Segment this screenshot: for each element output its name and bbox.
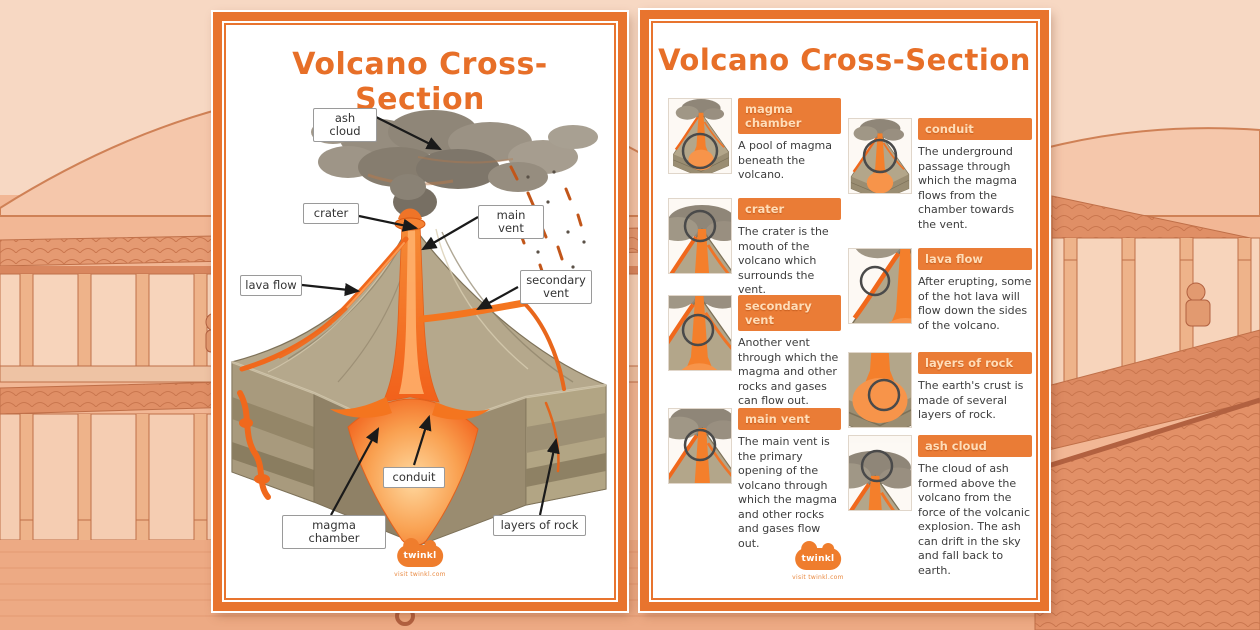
term-label: conduit xyxy=(925,122,974,136)
term-definition: The cloud of ash formed above the volcan… xyxy=(918,462,1031,577)
term-label: lava flow xyxy=(925,252,984,266)
glossary-entry-conduit: conduit The underground passage through … xyxy=(848,118,1032,232)
term-bar: lava flow xyxy=(918,248,1032,270)
glossary-entry-crater: crater The crater is the mouth of the vo… xyxy=(668,198,841,298)
diagram-label-secondary-vent: secondary vent xyxy=(520,270,592,305)
magnifier-icon xyxy=(859,265,891,297)
poster-volcano-diagram: Volcano Cross-Section xyxy=(213,12,627,611)
twinkl-logo-icon: twinkl xyxy=(794,541,841,570)
term-bar: main vent xyxy=(738,408,841,430)
glossary-entry-layers-of-rock: layers of rock The earth's crust is made… xyxy=(848,352,1032,428)
thumb-layers-of-rock-image xyxy=(848,352,912,428)
diagram-label-main-vent: main vent xyxy=(478,205,544,240)
magnifier-icon xyxy=(681,132,719,170)
diagram-label-ash-cloud: ash cloud xyxy=(313,108,377,143)
twinkl-logo-caption: visit twinkl.com xyxy=(394,571,446,578)
term-label: magma chamber xyxy=(745,102,802,130)
term-bar: secondary vent xyxy=(738,295,841,331)
twinkl-logo-caption: visit twinkl.com xyxy=(792,574,844,581)
term-label: crater xyxy=(745,202,785,216)
magnifier-icon xyxy=(683,209,717,243)
glossary-entry-lava-flow: lava flow After erupting, some of the ho… xyxy=(848,248,1032,333)
term-bar: conduit xyxy=(918,118,1032,140)
term-definition: Another vent through which the magma and… xyxy=(738,336,839,408)
page-title: Volcano Cross-Section xyxy=(292,47,548,117)
thumb-ash-cloud-image xyxy=(848,435,912,511)
glossary-entry-magma-chamber: magma chamber A pool of magma beneath th… xyxy=(668,98,841,183)
term-bar: layers of rock xyxy=(918,352,1032,374)
magnifier-icon xyxy=(683,428,717,462)
volcano-cross-section-art xyxy=(231,110,607,546)
magnifier-icon xyxy=(862,138,898,174)
thumb-lava-flow-image xyxy=(848,248,912,324)
diagram-label-crater: crater xyxy=(303,203,359,225)
term-definition: After erupting, some of the hot lava wil… xyxy=(918,275,1032,332)
term-definition: The earth's crust is made of several lay… xyxy=(918,379,1024,422)
term-label: ash cloud xyxy=(925,439,987,453)
glossary-entry-ash-cloud: ash cloud The cloud of ash formed above … xyxy=(848,435,1032,578)
magnifier-icon xyxy=(867,378,901,412)
term-definition: The crater is the mouth of the volcano w… xyxy=(738,225,829,297)
poster-volcano-glossary: Volcano Cross-Section magma chamber A po… xyxy=(640,10,1049,611)
diagram-label-conduit: conduit xyxy=(383,467,445,489)
term-bar: magma chamber xyxy=(738,98,841,134)
term-label: layers of rock xyxy=(925,356,1014,370)
thumb-crater-image xyxy=(668,198,732,274)
glossary-entry-secondary-vent: secondary vent Another vent through whic… xyxy=(668,295,841,409)
lava-flow-art xyxy=(237,236,409,500)
thumb-magma-chamber-image xyxy=(668,98,732,174)
background-right-villa xyxy=(1034,195,1260,630)
poster-content: Volcano Cross-Section xyxy=(228,27,612,596)
twinkl-logo-icon: twinkl xyxy=(396,538,443,567)
magnifier-icon xyxy=(681,313,715,347)
thumb-secondary-vent-image xyxy=(668,295,732,371)
thumb-main-vent-image xyxy=(668,408,732,484)
conduit-art xyxy=(330,223,490,420)
glossary-entry-main-vent: main vent The main vent is the primary o… xyxy=(668,408,841,551)
term-bar: crater xyxy=(738,198,841,220)
poster-content: Volcano Cross-Section magma chamber A po… xyxy=(655,25,1034,596)
term-definition: A pool of magma beneath the volcano. xyxy=(738,139,833,182)
term-definition: The main vent is the primary opening of … xyxy=(738,435,837,550)
twinkl-logo: twinkl visit twinkl.com xyxy=(394,538,446,578)
diagram-label-magma-chamber: magma chamber xyxy=(282,515,386,550)
thumb-conduit-image xyxy=(848,118,912,194)
magnifier-icon xyxy=(860,449,894,483)
diagram-label-lava-flow: lava flow xyxy=(240,275,302,297)
twinkl-logo: twinkl visit twinkl.com xyxy=(792,541,844,581)
term-bar: ash cloud xyxy=(918,435,1032,457)
term-definition: The underground passage through which th… xyxy=(918,145,1017,231)
term-label: secondary vent xyxy=(745,299,812,327)
page-title: Volcano Cross-Section xyxy=(658,43,1031,77)
term-label: main vent xyxy=(745,412,810,426)
diagram-label-layers-of-rock: layers of rock xyxy=(493,515,586,537)
